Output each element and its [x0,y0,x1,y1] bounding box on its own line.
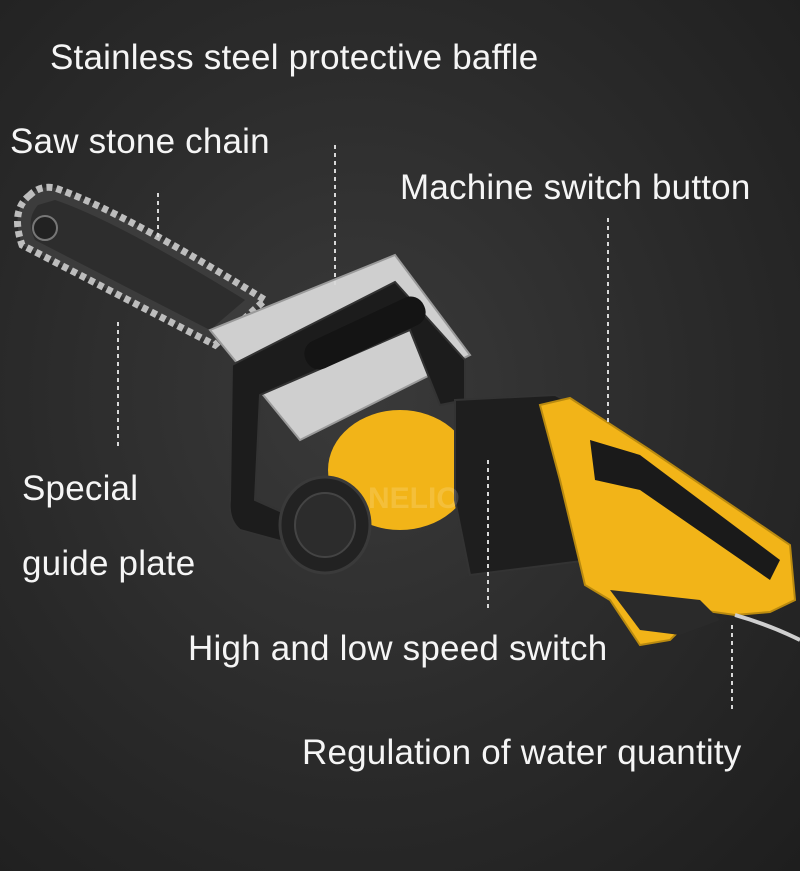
leader-lines [117,145,733,710]
motor [278,410,472,575]
label-guide-plate-line1: Special [22,469,139,508]
label-stainless-baffle: Stainless steel protective baffle [50,38,539,77]
front-handle [228,280,466,547]
guide-bar [14,183,271,350]
label-machine-switch: Machine switch button [400,168,751,207]
label-saw-chain: Saw stone chain [10,122,270,161]
label-guide-plate-line2: guide plate [22,544,196,583]
label-water-regulation: Regulation of water quantity [302,733,742,772]
power-cord [734,613,800,642]
watermark: NELIO [368,482,460,515]
label-speed-switch: High and low speed switch [188,629,608,668]
